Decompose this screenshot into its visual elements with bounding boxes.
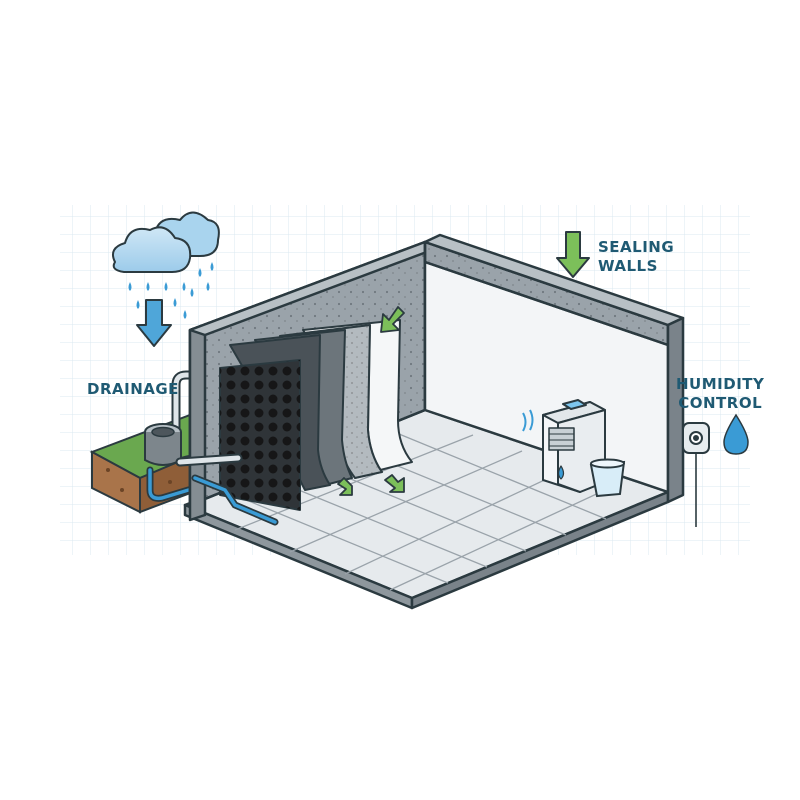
rain-cloud-icon — [112, 211, 220, 319]
sealing-down-arrow-icon — [556, 231, 590, 278]
sealing-walls-label: SEALING WALLS — [598, 238, 674, 276]
floor-tiles — [221, 426, 619, 591]
sealing-walls-label-line1: SEALING — [598, 238, 675, 256]
drainage-label: DRAINAGE — [87, 380, 179, 398]
sump-pump — [144, 423, 182, 466]
humidity-control-label: HUMIDITY CONTROL — [676, 375, 764, 413]
arrow-small-icon — [337, 477, 353, 496]
arrow-small-icon-2 — [384, 474, 405, 493]
water-drop-icon — [723, 413, 749, 455]
rain-down-arrow-icon — [136, 299, 172, 347]
humidity-control-label-line2: CONTROL — [678, 394, 763, 412]
arrow-to-wall-icon — [380, 306, 405, 333]
humidity-control-label-line1: HUMIDITY — [676, 375, 765, 393]
green-arrows — [337, 306, 405, 496]
hygrometer-icon — [682, 422, 710, 527]
membrane-layers — [219, 319, 413, 511]
back-wall — [423, 233, 685, 504]
sealing-walls-label-line2: WALLS — [598, 257, 658, 275]
water-bucket-icon — [589, 458, 626, 498]
interior-drain-pipe — [175, 453, 279, 526]
